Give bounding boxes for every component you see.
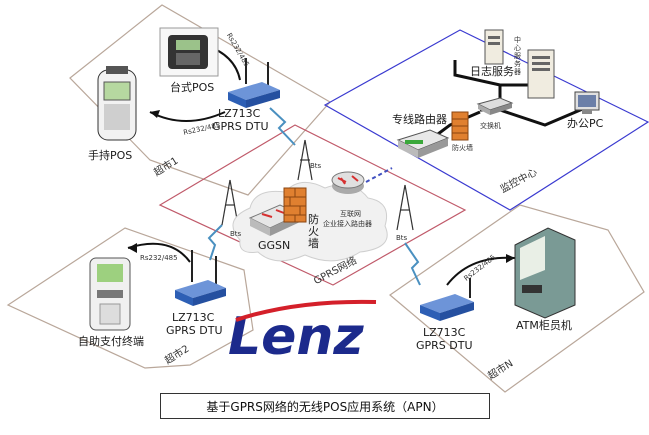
bts-tower-icons	[221, 139, 414, 231]
desk-pos-label: 台式POS	[170, 81, 215, 94]
market1-arrow-head	[150, 110, 160, 118]
firewall-center-icon	[451, 111, 469, 141]
firewall-gprs-label: 防火墙	[308, 213, 319, 250]
gprs-cloud	[232, 181, 388, 262]
diagram-caption: 基于GPRS网络的无线POS应用系统（APN）	[160, 393, 490, 419]
zone-monitor-outline	[323, 29, 649, 211]
dtu-market1-name: GPRS DTU	[212, 120, 269, 133]
log-server-label: 日志服务	[470, 65, 514, 78]
internet-label: 互联网	[340, 210, 361, 218]
office-pc-icon	[574, 91, 600, 114]
link-label-market2: Rs232/485	[140, 254, 178, 262]
switch-label: 交换机	[480, 122, 501, 130]
wireless-links	[207, 107, 421, 286]
atm-label: ATM柜员机	[516, 319, 572, 332]
dtu-marketN-name: GPRS DTU	[416, 339, 473, 352]
firewall-center-label: 防火墙	[452, 144, 473, 152]
handheld-pos-label: 手持POS	[88, 149, 133, 162]
office-pc-label: 办公PC	[567, 117, 604, 130]
kiosk-label: 自助支付终端	[78, 335, 144, 348]
dtu-marketN-icon	[420, 278, 474, 321]
marketN-arrow-head	[506, 254, 515, 263]
router-link-arrows	[365, 167, 393, 183]
dtu-market2-icon	[175, 250, 226, 306]
switch-icon	[476, 97, 514, 115]
zone-market2-outline	[6, 227, 254, 369]
leased-router-icon	[396, 129, 450, 158]
market2-arrow-head	[128, 243, 137, 253]
leased-router-label: 专线路由器	[392, 113, 447, 126]
desk-pos-icon	[159, 27, 219, 77]
dtu-market1-icon	[228, 58, 280, 108]
bts-tower-gprs-right	[396, 184, 414, 231]
enterprise-router-label: 企业接入路由器	[323, 220, 372, 228]
atm-icon	[514, 227, 576, 319]
dtu-market1-model: LZ713C	[218, 107, 261, 120]
handheld-pos-icon	[97, 66, 137, 141]
internet-router-icon	[331, 171, 365, 194]
lenz-logo: Lenz	[228, 299, 377, 367]
dtu-marketN-model: LZ713C	[423, 326, 466, 339]
center-server-label: 中心服务器	[514, 36, 521, 76]
firewall-gprs-icon	[283, 187, 307, 223]
bts-label-gprs-right: Bts	[396, 234, 408, 242]
ggsn-label: GGSN	[258, 239, 291, 252]
dtu-market2-name: GPRS DTU	[166, 324, 223, 337]
zone-market1-outline	[69, 4, 331, 196]
kiosk-icon	[89, 257, 131, 331]
zone-marketN-outline	[389, 204, 645, 393]
center-server-icon	[527, 49, 555, 99]
log-server-icon	[484, 29, 504, 65]
bts-tower-market1	[297, 139, 313, 181]
dtu-market2-model: LZ713C	[172, 311, 215, 324]
bts-label-gprs-left: Bts	[230, 230, 242, 238]
bts-label-market1: Bts	[310, 162, 322, 170]
